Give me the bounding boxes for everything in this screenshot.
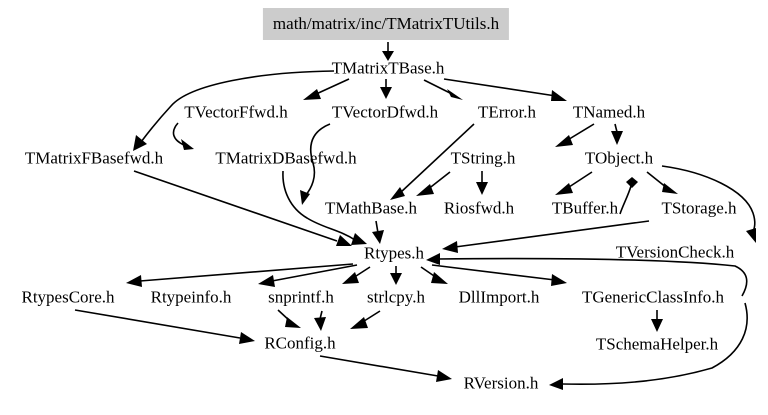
node-riosfwd[interactable]: Riosfwd.h bbox=[443, 198, 515, 218]
arrowhead-tschemahelper-rversion bbox=[549, 378, 563, 390]
edge-tgenericclassinfo-rtypes bbox=[437, 257, 748, 297]
arrowhead-tmatrixtbase-tvectordfwd bbox=[380, 87, 392, 99]
node-tmatrixfbasefwd[interactable]: TMatrixFBasefwd.h bbox=[24, 148, 164, 168]
edge-terror-tmathbase bbox=[399, 123, 475, 194]
arrowhead-rtypes-snprintf bbox=[342, 272, 359, 284]
node-tvectordfwd[interactable]: TVectorDfwd.h bbox=[331, 102, 439, 122]
arrowhead-rtypes-strlcpy bbox=[390, 273, 402, 285]
arrowhead-tmatrixfbasefwd-rtypes bbox=[336, 235, 352, 246]
edge-rtypescore-rconfig bbox=[74, 309, 241, 339]
node-tmatrixtbase[interactable]: TMatrixTBase.h bbox=[331, 58, 445, 78]
node-tmatrixdbasefwd[interactable]: TMatrixDBasefwd.h bbox=[215, 148, 357, 168]
arrowhead-rtypes-rtypescore bbox=[126, 275, 142, 287]
node-strlcpy[interactable]: strlcpy.h bbox=[367, 287, 425, 307]
arrowhead-tobject-tbuffer bbox=[555, 183, 573, 195]
edge-tmatrixtbase-tvectorffwd bbox=[313, 78, 350, 96]
node-rtypescore[interactable]: RtypesCore.h bbox=[21, 287, 115, 307]
edge-rtypes-rtypescore bbox=[139, 263, 354, 282]
edge-tschemahelper-rversion bbox=[561, 302, 748, 386]
arrowhead-tnamed-tobject bbox=[611, 131, 623, 145]
node-tversioncheck[interactable]: TVersionCheck.h bbox=[615, 242, 735, 262]
arrowhead-tgenericclassinfo-tschemahelper bbox=[651, 319, 663, 332]
edge-tmatrixdbasefwd-rtypes bbox=[282, 170, 356, 241]
edge-tstorage-rtypes bbox=[454, 220, 650, 248]
node-rconfig[interactable]: RConfig.h bbox=[264, 333, 336, 353]
node-terror[interactable]: TError.h bbox=[477, 102, 537, 122]
edge-tvectordfwd-tmathbase bbox=[304, 123, 331, 197]
arrowhead-snprintf-rconfig bbox=[285, 317, 301, 328]
arrowhead-tmatrixdbasefwd-rtypes bbox=[351, 233, 367, 245]
edge-tmatrixtbase-tnamed bbox=[443, 78, 557, 97]
arrowhead-rtypes-dllimport bbox=[431, 272, 448, 284]
node-tschemahelper[interactable]: TSchemaHelper.h bbox=[595, 334, 719, 354]
arrowhead-tmathbase-rtypes bbox=[372, 230, 384, 244]
node-tstorage[interactable]: TStorage.h bbox=[661, 198, 737, 218]
arrowhead-tmatrixtbase-tvectorffwd bbox=[303, 89, 321, 100]
edge-rtypes-tgenericclassinfo bbox=[431, 264, 556, 281]
arrowhead-tstring-tmathbase bbox=[416, 184, 434, 196]
arrowhead-rconfig-rversion bbox=[436, 370, 452, 382]
node-rversion[interactable]: RVersion.h bbox=[463, 373, 539, 393]
edge-rtypes-rtypeinfo bbox=[271, 264, 358, 282]
edge-tmatrixtbase-tmatrixfbasefwd bbox=[140, 70, 335, 143]
arrowhead-tobject-tversioncheck bbox=[746, 228, 756, 243]
arrowhead-root-tmatrixtbase bbox=[382, 51, 394, 61]
node-tmathbase[interactable]: TMathBase.h bbox=[324, 198, 418, 218]
arrowhead-rtypescore-rconfig bbox=[239, 332, 255, 344]
arrowhead-dllimport-rconfig bbox=[350, 317, 368, 329]
node-tvectorffwd[interactable]: TVectorFfwd.h bbox=[184, 102, 288, 122]
arrowhead-tnamed-tstring bbox=[555, 135, 573, 147]
edge-tvectorffwd-tmatrixdbasefwd bbox=[172, 122, 185, 146]
node-tnamed[interactable]: TNamed.h bbox=[572, 102, 646, 122]
arrowhead-tvectorffwd-tmatrixdbasefwd bbox=[181, 139, 194, 150]
node-tgenericclassinfo[interactable]: TGenericClassInfo.h bbox=[581, 287, 725, 307]
edge-group bbox=[74, 42, 756, 390]
edge-tobject-tbuffer bbox=[565, 171, 593, 190]
node-tbuffer[interactable]: TBuffer.h bbox=[551, 198, 619, 218]
arrowhead-tstring-riosfwd bbox=[476, 182, 488, 195]
edge-tobject-tversioncheck bbox=[661, 165, 756, 235]
arrowhead-tvectordfwd-tmathbase bbox=[300, 190, 310, 205]
edge-tnamed-tobject bbox=[614, 123, 618, 133]
node-snprintf[interactable]: snprintf.h bbox=[268, 287, 334, 307]
arrowhead-tmatrixtbase-tmatrixfbasefwd bbox=[133, 135, 147, 151]
edge-tmatrixtbase-terror bbox=[423, 79, 453, 95]
node-dllimport[interactable]: DllImport.h bbox=[458, 287, 540, 307]
diamondhead-tobject-rtypes bbox=[626, 177, 638, 188]
edge-tobject-rtypes bbox=[619, 185, 632, 215]
edge-tmatrixfbasefwd-rtypes bbox=[133, 170, 338, 242]
arrowhead-strlcpy-rconfig bbox=[314, 317, 326, 331]
arrowhead-tgenericclassinfo-rtypes bbox=[426, 253, 440, 265]
arrowhead-tobject-tstorage bbox=[662, 183, 678, 194]
node-tobject[interactable]: TObject.h bbox=[584, 148, 654, 168]
edge-tmathbase-rtypes bbox=[375, 220, 379, 234]
arrowhead-terror-tmathbase bbox=[390, 187, 405, 200]
arrowhead-tmatrixtbase-tnamed bbox=[551, 90, 567, 101]
arrowhead-tmatrixtbase-terror bbox=[447, 89, 463, 100]
arrowhead-rtypes-rtypeinfo bbox=[258, 275, 275, 287]
node-rtypes[interactable]: Rtypes.h bbox=[364, 243, 424, 263]
edge-rconfig-rversion bbox=[319, 355, 439, 377]
edge-tnamed-tstring bbox=[565, 123, 595, 142]
arrowhead-tstorage-rtypes bbox=[442, 241, 458, 253]
node-tstring[interactable]: TString.h bbox=[450, 148, 516, 168]
node-root[interactable]: math/matrix/inc/TMatrixTUtils.h bbox=[262, 8, 510, 40]
arrowhead-rtypes-tgenericclassinfo bbox=[551, 274, 567, 286]
node-rtypeinfo[interactable]: Rtypeinfo.h bbox=[150, 287, 232, 307]
